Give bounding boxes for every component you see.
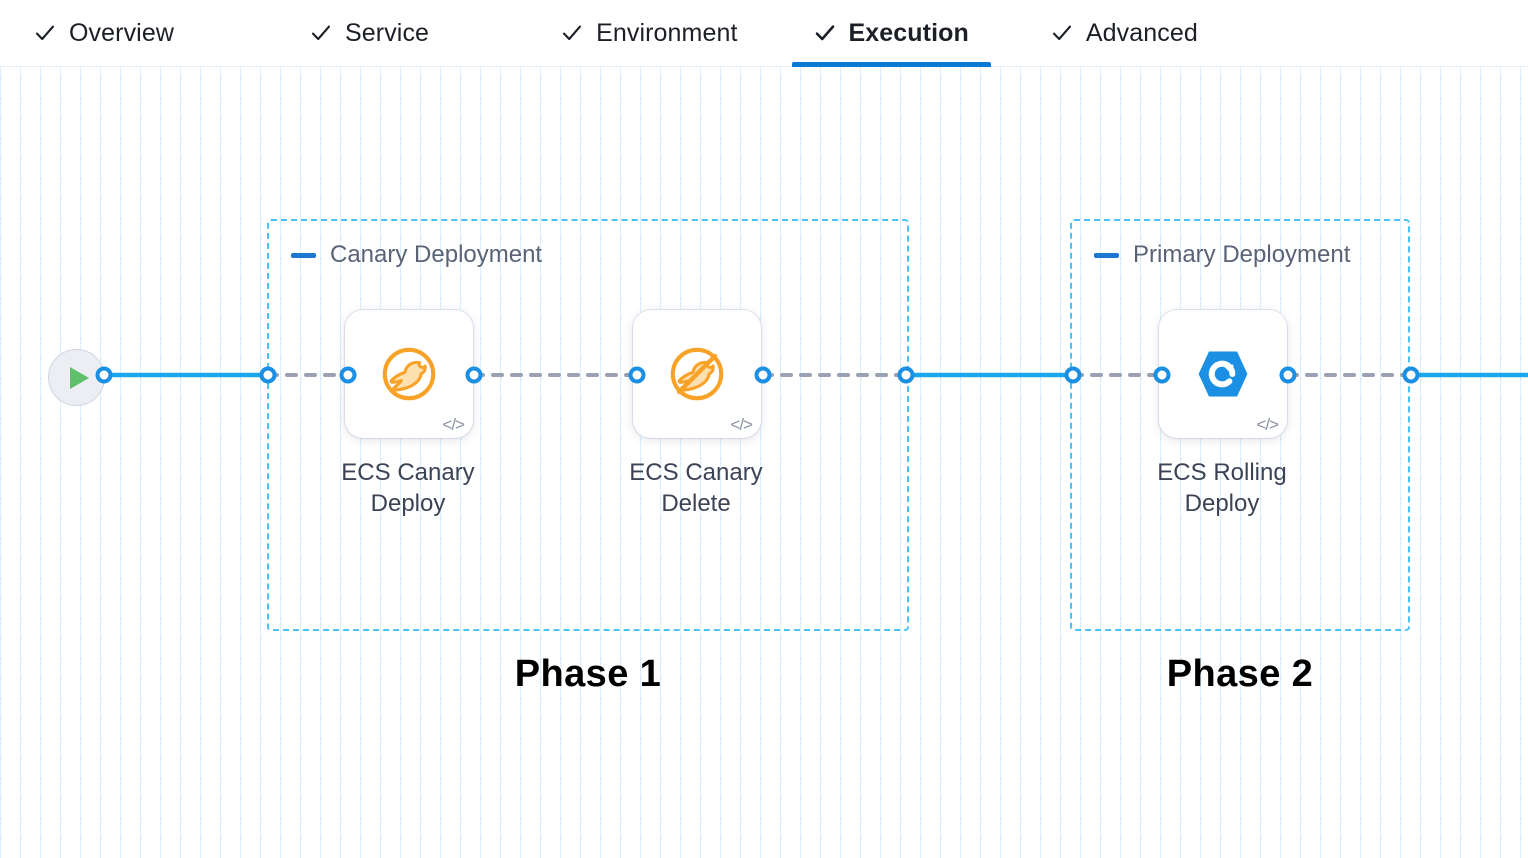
connector-dot-primary-group-in[interactable] [1064,366,1082,384]
group-header-primary-deployment[interactable]: Primary Deployment [1094,243,1350,267]
check-icon [34,22,56,44]
check-icon [1051,22,1073,44]
minus-icon[interactable] [1094,252,1119,258]
pipeline-stage-tabs: Overview Service Environment Execution A [0,0,1528,67]
connector-dot-start-out[interactable] [95,366,113,384]
tab-advanced[interactable]: Advanced [1029,0,1220,67]
minus-icon[interactable] [291,252,316,258]
group-header-canary-deployment[interactable]: Canary Deployment [291,243,542,267]
phase-caption-1: Phase 1 [514,653,662,695]
check-icon [561,22,583,44]
step-node-ecs-canary-deploy[interactable]: </> [345,310,473,438]
step-group-primary-deployment[interactable]: Primary Deployment [1070,219,1410,631]
connector-dot-primary-group-out[interactable] [1402,366,1420,384]
canary-deploy-icon [345,310,473,438]
tab-execution[interactable]: Execution [791,0,992,67]
tab-overview-label: Overview [69,18,174,47]
tab-service[interactable]: Service [288,0,451,67]
step-node-ecs-rolling-deploy[interactable]: </> [1159,310,1287,438]
play-icon [70,366,89,389]
connector-dot-canary-deploy-in[interactable] [339,366,357,384]
code-badge-icon: </> [442,415,465,434]
connector-dot-canary-delete-in[interactable] [628,366,646,384]
connector-dot-rolling-deploy-in[interactable] [1153,366,1171,384]
step-label-ecs-canary-delete: ECS Canary Delete [629,459,763,517]
group-title-canary-deployment: Canary Deployment [330,241,543,268]
connector-dot-canary-deploy-out[interactable] [465,366,483,384]
tab-service-label: Service [345,18,430,47]
rolling-deploy-icon [1159,310,1287,438]
code-badge-icon: </> [730,415,753,434]
step-group-canary-deployment[interactable]: Canary Deployment [267,219,909,631]
check-icon [814,22,836,44]
code-badge-icon: </> [1256,415,1279,434]
pipeline-graph-canvas[interactable]: Canary Deployment Primary Deployment [0,67,1528,858]
tab-environment-label: Environment [596,18,738,47]
tab-advanced-label: Advanced [1085,18,1198,47]
step-node-ecs-canary-delete[interactable]: </> [633,310,761,438]
connector-dot-canary-group-in[interactable] [259,366,277,384]
step-label-ecs-rolling-deploy: ECS Rolling Deploy [1157,459,1287,517]
connector-dot-rolling-deploy-out[interactable] [1279,366,1297,384]
connector-dot-canary-group-out[interactable] [897,366,915,384]
connector-dot-canary-delete-out[interactable] [754,366,772,384]
step-label-ecs-canary-deploy: ECS Canary Deploy [341,459,475,517]
phase-caption-2: Phase 2 [1166,653,1314,695]
tab-execution-label: Execution [848,18,969,47]
tab-environment[interactable]: Environment [539,0,759,67]
check-icon [310,22,332,44]
group-title-primary-deployment: Primary Deployment [1133,241,1351,268]
tab-overview[interactable]: Overview [0,0,196,67]
canary-delete-icon [633,310,761,438]
